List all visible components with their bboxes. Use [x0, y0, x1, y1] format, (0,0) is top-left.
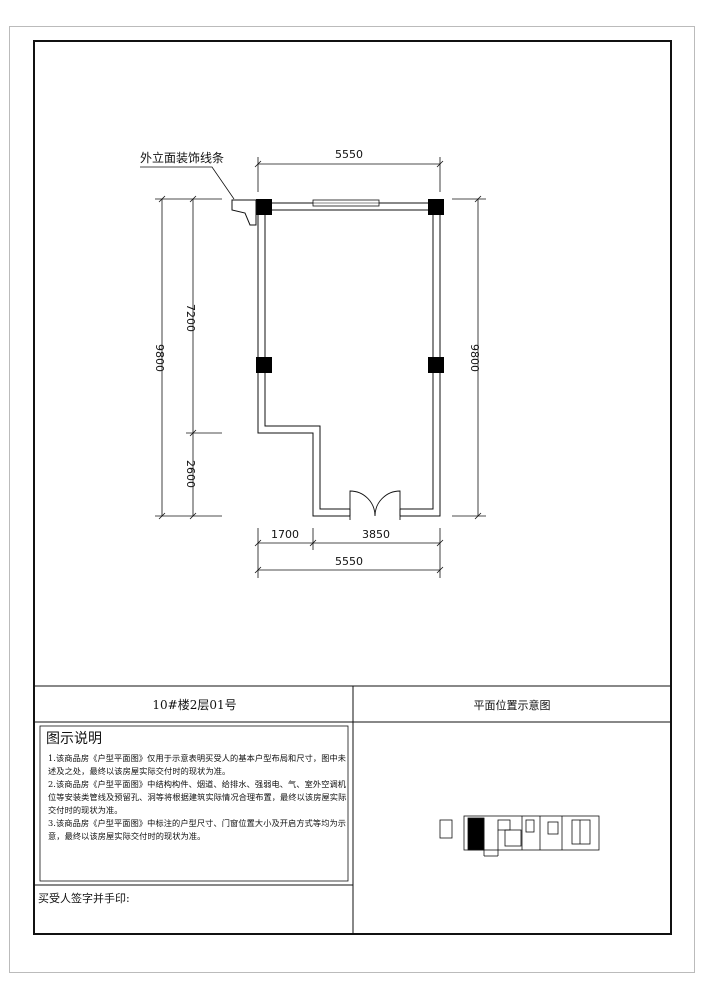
legend-box — [39, 725, 349, 882]
dim-top — [254, 157, 444, 192]
column-top-right — [428, 199, 444, 215]
sheet-frame — [9, 26, 695, 973]
signature-label: 买受人签字并手印: — [38, 892, 130, 905]
dim-label-left-total: 9800 — [153, 344, 166, 372]
callout-leader — [140, 166, 235, 200]
unit-name: 10#楼2层01号 — [152, 698, 237, 712]
dim-label-right: 9800 — [468, 344, 481, 372]
dim-label-bottom-total: 5550 — [335, 555, 363, 568]
legend-note-1: 1.该商品房《户型平面图》仅用于示意表明买受人的基本户型布局和尺寸，图中未述及之… — [48, 753, 347, 776]
column-mid-left — [256, 357, 272, 373]
double-door — [349, 490, 401, 520]
dim-label-top: 5550 — [335, 148, 363, 161]
column-top-left — [256, 199, 272, 215]
legend-title: 图示说明 — [46, 731, 102, 747]
unit-highlight — [467, 817, 485, 851]
dim-right — [452, 195, 486, 520]
dim-label-bottom-left: 1700 — [271, 528, 299, 541]
wall-outer-left — [257, 203, 350, 517]
wall-outer — [258, 202, 441, 517]
dim-label-bottom-right: 3850 — [362, 528, 390, 541]
column-mid-right — [428, 357, 444, 373]
dim-label-left-upper: 7200 — [184, 304, 197, 332]
dim-label-left-lower: 2600 — [184, 460, 197, 488]
location-title: 平面位置示意图 — [473, 698, 551, 712]
legend: 图示说明 1.该商品房《户型平面图》仅用于示意表明买受人的基本户型布局和尺寸，图… — [40, 728, 348, 843]
dim-left — [155, 195, 222, 520]
location-key-plan — [439, 815, 600, 857]
callout-label: 外立面装饰线条 — [140, 150, 224, 165]
legend-note-3: 3.该商品房《户型平面图》中标注的户型尺寸、门窗位置大小及开启方式等均为示意，最… — [48, 818, 347, 841]
wall-inner-left — [264, 210, 350, 510]
legend-note-2: 2.该商品房《户型平面图》中结构构件、烟道、给排水、强弱电、气、室外空调机位等安… — [48, 779, 347, 815]
dim-bottom — [254, 528, 444, 578]
facade-trim — [231, 199, 257, 226]
wall-inner — [265, 209, 434, 510]
